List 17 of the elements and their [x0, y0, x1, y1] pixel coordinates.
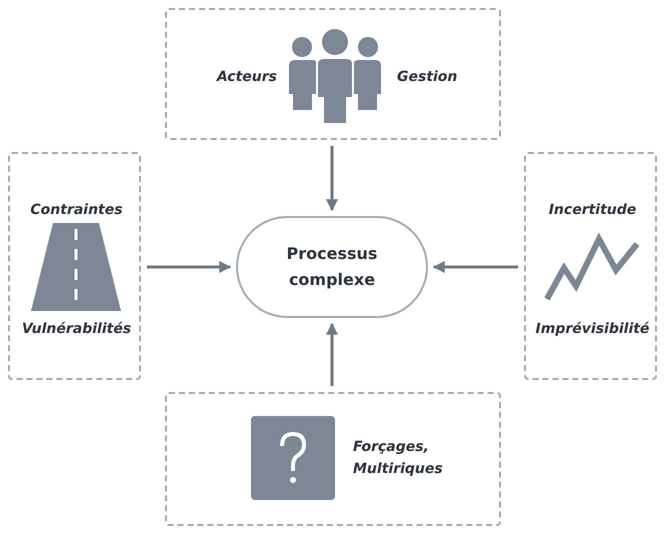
factor-label: Acteurs	[215, 68, 277, 87]
factor-label: Gestion	[397, 68, 458, 87]
dashed-box	[165, 8, 501, 140]
dashed-box	[165, 392, 501, 526]
dashed-box	[8, 152, 141, 380]
arrow	[147, 261, 232, 273]
factor-label: Incertitude	[548, 201, 638, 220]
arrow	[326, 322, 338, 386]
factor-label: Vulnérabilités	[20, 320, 132, 339]
dashed-box	[524, 152, 657, 380]
process-label: Processus complexe	[286, 243, 378, 291]
factor-label: Imprévisibilité	[534, 320, 650, 339]
arrow	[432, 261, 518, 273]
arrow	[326, 146, 338, 212]
process-box	[236, 216, 428, 318]
factor-label: Contraintes	[29, 201, 124, 220]
factor-label: Forçages, Multiriques	[353, 438, 444, 479]
